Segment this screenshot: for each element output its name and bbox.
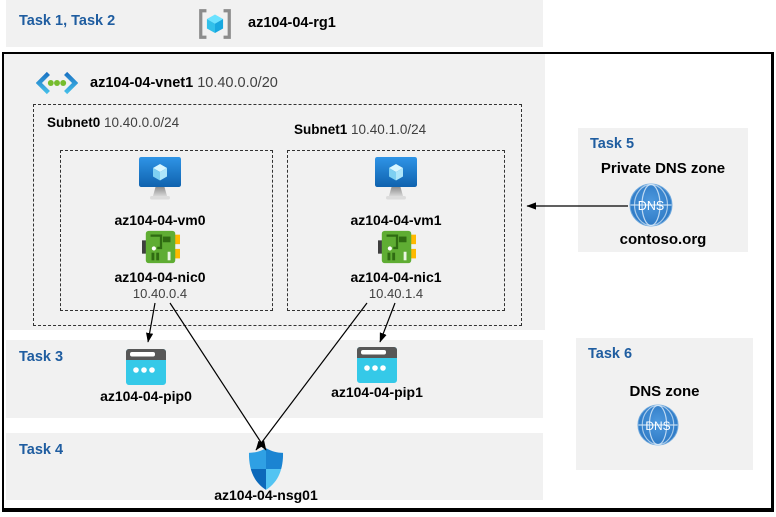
pip1-label: az104-04-pip1 xyxy=(331,384,423,400)
nsg-label: az104-04-nsg01 xyxy=(214,487,318,503)
task3-label: Task 3 xyxy=(19,349,64,365)
pip0-icon xyxy=(126,349,166,385)
nic1-ip: 10.40.1.4 xyxy=(368,286,424,301)
subnet0-cidr: 10.40.0.0/24 xyxy=(104,115,180,130)
vnet-title: az104-04-vnet1 10.40.0.0/20 xyxy=(90,75,278,91)
vm1-icon xyxy=(374,157,418,203)
private-dns-zone-title: Private DNS zone xyxy=(600,160,726,177)
vm0-icon xyxy=(138,157,182,203)
subnet0-label: Subnet0 10.40.0.0/24 xyxy=(47,115,179,130)
nic0-label: az104-04-nic0 xyxy=(114,269,206,285)
pip1-icon xyxy=(357,347,397,383)
subnet0-name: Subnet0 xyxy=(47,115,101,130)
task6-label: Task 6 xyxy=(588,346,633,362)
vnet-name: az104-04-vnet1 xyxy=(90,75,194,91)
subnet1-dashed-box xyxy=(287,150,505,311)
dns-zone-icon: DNS xyxy=(637,404,679,446)
private-dns-zone-name: contoso.org xyxy=(619,231,707,248)
vnet-cidr: 10.40.0.0/20 xyxy=(197,75,278,91)
task1-2-panel: Task 1, Task 2 az104-04-rg1 xyxy=(6,0,543,47)
private-dns-icon-text: DNS xyxy=(638,199,664,213)
nic0-icon xyxy=(142,228,180,266)
vm0-label: az104-04-vm0 xyxy=(114,212,206,228)
task3-panel: Task 3 xyxy=(6,340,543,418)
vnet-panel xyxy=(4,54,545,330)
dns-zone-icon-text: DNS xyxy=(645,419,670,433)
resource-group-name: az104-04-rg1 xyxy=(248,15,336,31)
task4-label: Task 4 xyxy=(19,442,64,458)
task5-panel: Task 5 Private DNS zone DNS contoso.org xyxy=(578,128,748,252)
task1-2-label: Task 1, Task 2 xyxy=(19,13,116,29)
subnet1-label: Subnet1 10.40.1.0/24 xyxy=(294,122,426,137)
task5-label: Task 5 xyxy=(590,136,635,152)
diagram-frame xyxy=(2,52,774,512)
task6-panel: Task 6 DNS zone DNS xyxy=(576,338,753,470)
dns-zone-title: DNS zone xyxy=(629,383,700,400)
subnet1-cidr: 10.40.1.0/24 xyxy=(351,122,427,137)
subnet1-name: Subnet1 xyxy=(294,122,348,137)
nsg-shield-icon xyxy=(247,447,285,491)
resource-group-icon xyxy=(196,7,234,41)
nic1-label: az104-04-nic1 xyxy=(350,269,442,285)
subnet0-dashed-box xyxy=(60,150,273,311)
pip0-label: az104-04-pip0 xyxy=(100,388,192,404)
virtual-network-icon xyxy=(36,70,78,96)
nic0-ip: 10.40.0.4 xyxy=(132,286,188,301)
private-dns-icon: DNS xyxy=(629,183,673,227)
vm1-label: az104-04-vm1 xyxy=(350,212,442,228)
nic1-icon xyxy=(378,228,416,266)
